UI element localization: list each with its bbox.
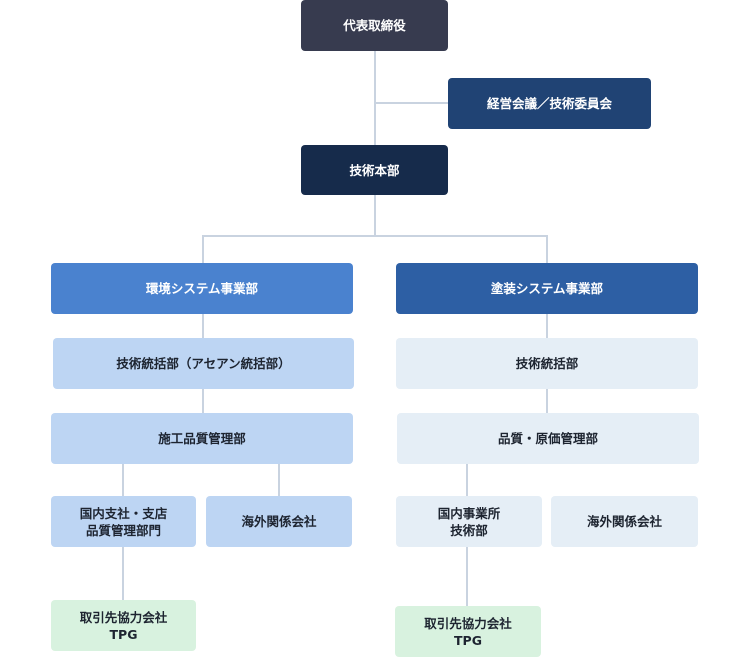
connector-division-bar: [202, 235, 548, 237]
connector-hq-down: [374, 195, 376, 237]
connector-paint-partner: [466, 547, 468, 606]
connector-env-2: [202, 389, 204, 413]
env-domestic-box: 国内支社・支店 品質管理部門: [51, 496, 196, 547]
paint-tech-control-box: 技術統括部: [396, 338, 698, 389]
ceo-box: 代表取締役: [301, 0, 448, 51]
connector-ceo-hq: [374, 51, 376, 145]
tech-hq-box: 技術本部: [301, 145, 448, 195]
connector-env-1: [202, 314, 204, 338]
connector-env-division: [202, 235, 204, 263]
env-tech-control-box: 技術統括部（アセアン統括部）: [53, 338, 354, 389]
connector-paint-division: [546, 235, 548, 263]
paint-division-box: 塗装システム事業部: [396, 263, 698, 314]
paint-domestic-box: 国内事業所 技術部: [396, 496, 542, 547]
connector-env-partner: [122, 547, 124, 600]
env-partner-box: 取引先協力会社 TPG: [51, 600, 196, 651]
committee-box: 経営会議／技術委員会: [448, 78, 651, 129]
paint-quality-cost-box: 品質・原価管理部: [397, 413, 699, 464]
paint-partner-box: 取引先協力会社 TPG: [395, 606, 541, 657]
env-quality-box: 施工品質管理部: [51, 413, 353, 464]
env-division-box: 環境システム事業部: [51, 263, 353, 314]
connector-paint-1: [546, 314, 548, 338]
connector-paint-2: [546, 389, 548, 413]
connector-paint-sub-left: [466, 464, 468, 496]
connector-env-sub-right: [278, 464, 280, 496]
connector-committee: [375, 102, 448, 104]
env-overseas-box: 海外関係会社: [206, 496, 352, 547]
connector-env-sub-left: [122, 464, 124, 496]
paint-overseas-box: 海外関係会社: [551, 496, 698, 547]
